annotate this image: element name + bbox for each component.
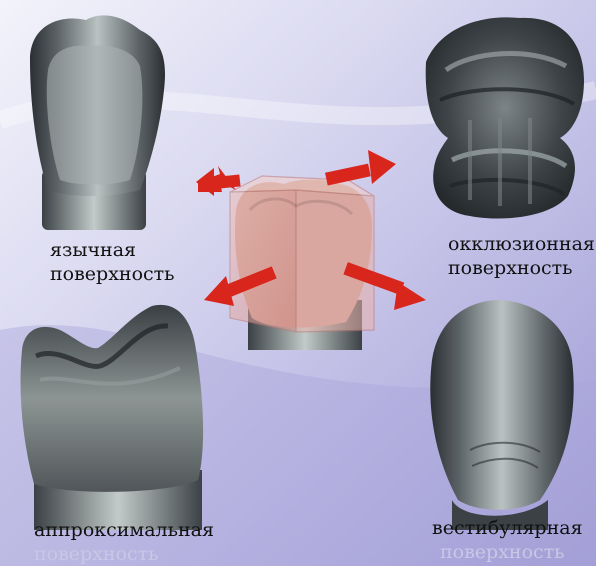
vestibular-label-line1: вестибулярная xyxy=(432,516,583,540)
vestibular-label-line2: поверхность xyxy=(440,540,565,564)
lingual-tooth-illustration xyxy=(30,15,165,230)
occlusal-label-line1: окклюзионная xyxy=(448,232,595,256)
approximal-label-line1: аппроксимальная xyxy=(34,518,214,542)
approximal-tooth-illustration xyxy=(21,305,204,530)
lingual-label-line1: язычная xyxy=(50,238,136,262)
approximal-label-line2: поверхность xyxy=(34,542,159,566)
occlusal-label-line2: поверхность xyxy=(448,256,573,280)
occlusal-tooth-illustration xyxy=(426,17,584,218)
lingual-label-line2: поверхность xyxy=(50,262,175,286)
bounding-cube xyxy=(230,176,374,332)
